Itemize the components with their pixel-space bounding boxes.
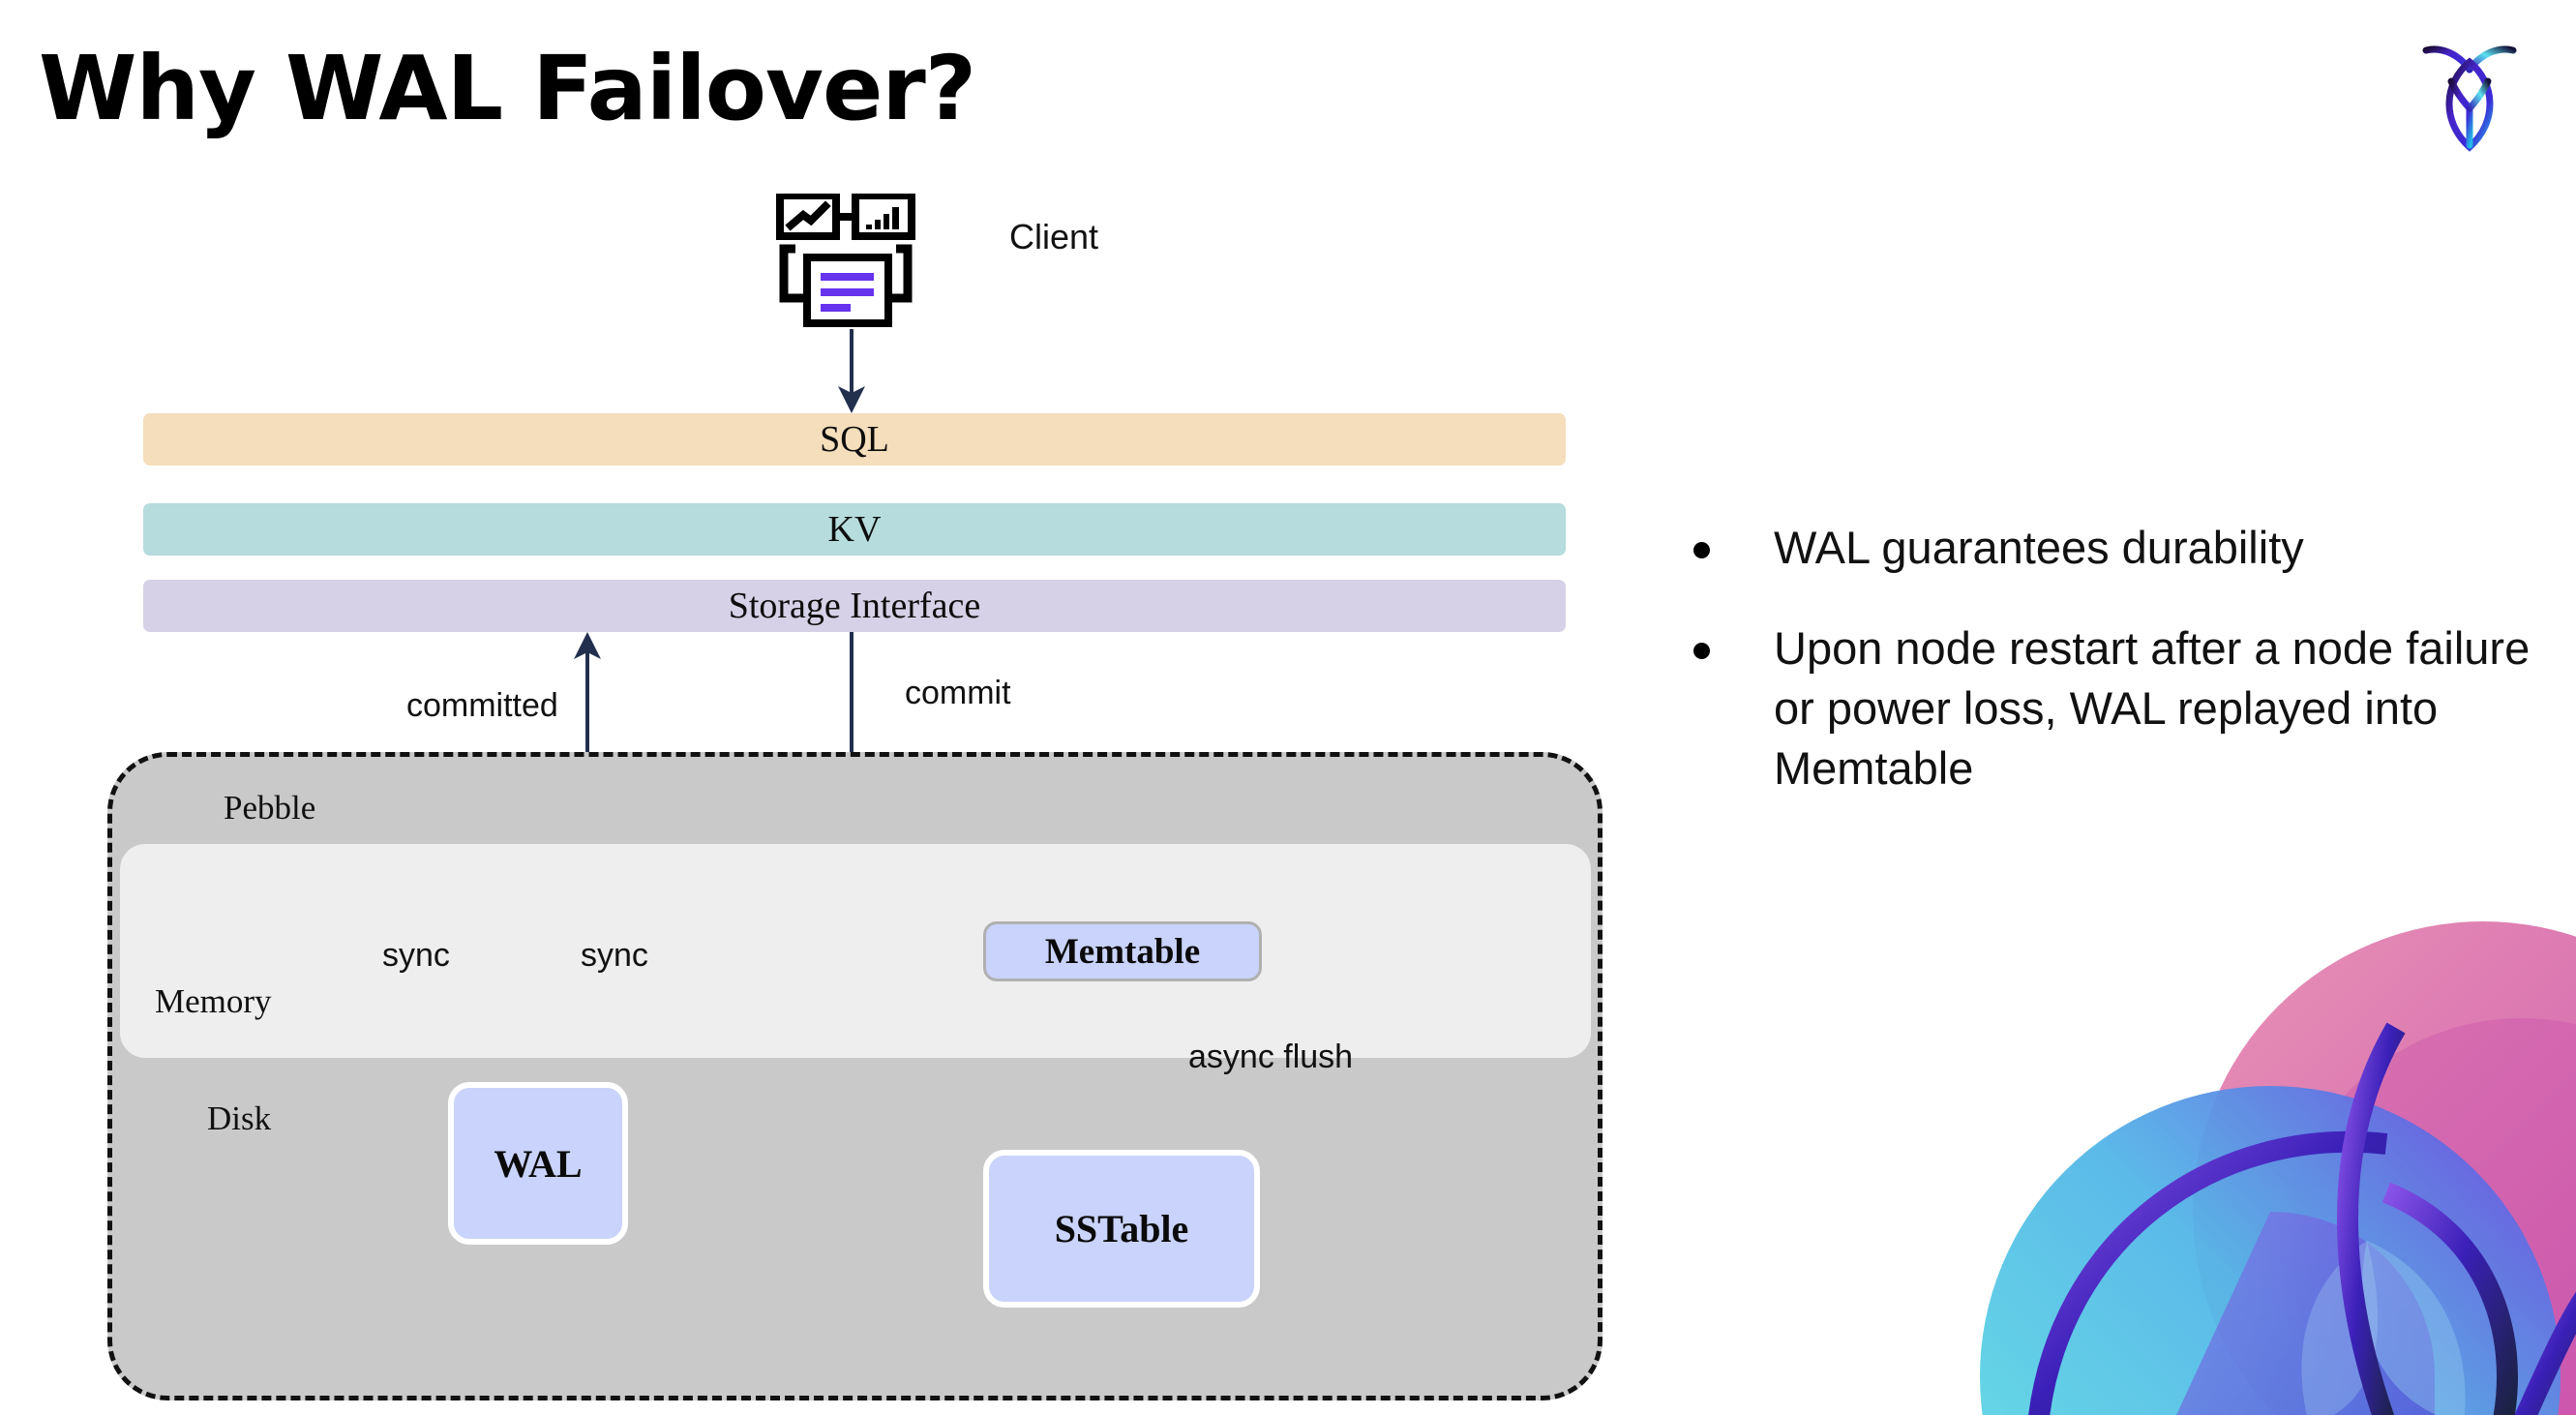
edge-label-committed: committed xyxy=(406,687,558,724)
layer-bar-sql: SQL xyxy=(143,413,1566,466)
cockroachdb-logo xyxy=(2416,37,2523,158)
bullet-dot-icon xyxy=(1693,643,1710,660)
memtable-label: Memtable xyxy=(1044,931,1201,972)
layer-bar-storage-interface: Storage Interface xyxy=(143,580,1566,632)
memory-zone xyxy=(120,844,1591,1058)
bullet-text: Upon node restart after a node failure o… xyxy=(1774,622,2531,795)
edge-label-sync-1: sync xyxy=(382,937,450,974)
memory-label: Memory xyxy=(155,982,272,1020)
wal-label: WAL xyxy=(494,1141,583,1186)
bullet-list: WAL guarantees durability Upon node rest… xyxy=(1693,518,2545,839)
page-title: Why WAL Failover? xyxy=(39,37,976,140)
architecture-diagram: Client SQL KV Storage Interface Pebble M… xyxy=(107,192,1603,1400)
list-item: WAL guarantees durability xyxy=(1693,518,2545,578)
bullet-dot-icon xyxy=(1693,542,1710,558)
memtable-box: Memtable xyxy=(983,921,1262,981)
client-label: Client xyxy=(1009,217,1099,256)
decorative-logo-artwork xyxy=(1980,921,2576,1415)
layer-bar-kv: KV xyxy=(143,503,1566,556)
edge-label-sync-2: sync xyxy=(581,937,648,974)
bullet-text: WAL guarantees durability xyxy=(1774,522,2304,573)
disk-label: Disk xyxy=(207,1099,272,1137)
sstable-box: SSTable xyxy=(983,1150,1260,1308)
layer-label-storage-interface: Storage Interface xyxy=(728,586,981,626)
edge-label-async-flush: async flush xyxy=(1188,1039,1354,1075)
pebble-label: Pebble xyxy=(224,789,316,827)
client-dashboard-icon xyxy=(774,192,925,329)
wal-box: WAL xyxy=(448,1082,628,1245)
list-item: Upon node restart after a node failure o… xyxy=(1693,618,2545,798)
edge-label-commit: commit xyxy=(905,675,1011,711)
sstable-label: SSTable xyxy=(1054,1207,1189,1250)
layer-label-sql: SQL xyxy=(820,419,889,460)
layer-label-kv: KV xyxy=(827,509,882,550)
